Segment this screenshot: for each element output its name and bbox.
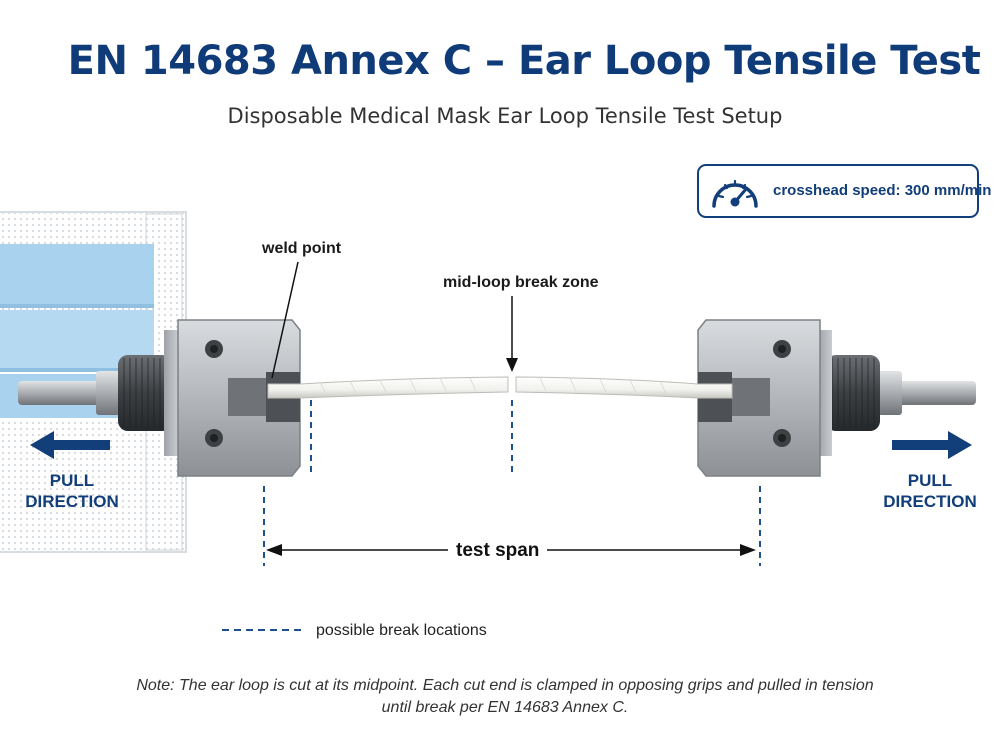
test-span-label: test span: [448, 540, 548, 562]
crosshead-speed-box: crosshead speed: 300 mm/min: [697, 164, 991, 218]
weld-point-leader: [271, 261, 299, 379]
right-pull-direction-label: PULL DIRECTION: [870, 470, 990, 512]
footnote-line-1: Note: The ear loop is cut at its midpoin…: [136, 677, 874, 694]
page-subtitle: Disposable Medical Mask Ear Loop Tensile…: [227, 104, 783, 128]
right-pull-arrow: [892, 431, 972, 459]
footnote: Note: The ear loop is cut at its midpoin…: [110, 675, 900, 719]
left-pull-direction-label: PULL DIRECTION: [12, 470, 132, 512]
crosshead-speed-label: crosshead speed: 300 mm/min: [773, 182, 992, 199]
legend-label: possible break locations: [316, 622, 487, 639]
mid-loop-arrow: [506, 296, 518, 372]
right-pull-word: PULL: [907, 471, 953, 490]
ear-loop-cord: [267, 376, 733, 399]
page-title: EN 14683 Annex C – Ear Loop Tensile Test: [67, 38, 981, 84]
right-cord-end: [515, 376, 733, 399]
mid-loop-label: mid-loop break zone: [443, 274, 599, 291]
left-rod: [18, 381, 102, 405]
left-pull-arrow: [30, 431, 110, 459]
right-knurled-knob: [826, 355, 880, 431]
right-direction-word: DIRECTION: [883, 492, 977, 511]
right-grip: [697, 319, 976, 477]
left-cord-end: [267, 376, 509, 399]
left-pull-word: PULL: [49, 471, 95, 490]
break-location-markers: [263, 400, 761, 566]
right-rod: [898, 381, 976, 405]
footnote-line-2: until break per EN 14683 Annex C.: [381, 699, 629, 716]
weld-point-label: weld point: [262, 240, 342, 257]
left-direction-word: DIRECTION: [25, 492, 119, 511]
speedometer-icon: [712, 179, 758, 208]
left-knurled-knob: [118, 355, 172, 431]
